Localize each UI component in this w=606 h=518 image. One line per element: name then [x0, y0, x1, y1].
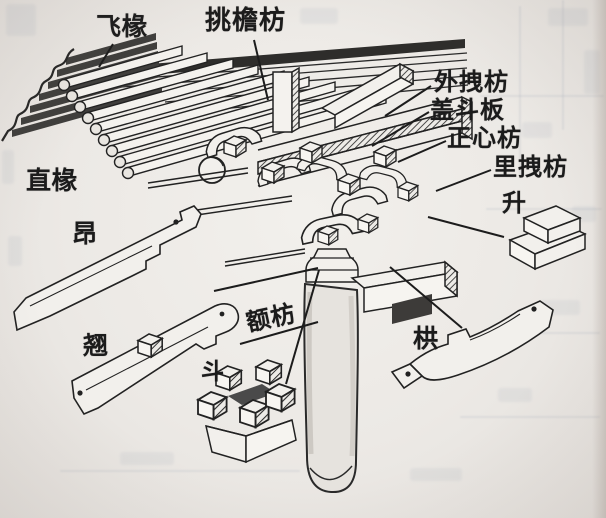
straight-rafters	[57, 45, 387, 180]
label-wai-zhuai-fang: 外拽枋	[434, 67, 509, 96]
column	[303, 282, 359, 494]
leader-e-fang-upper	[213, 267, 319, 292]
bleedthrough-mark	[460, 416, 600, 418]
peg-dot	[77, 390, 83, 396]
seat-block	[305, 248, 359, 283]
bleedthrough-mark	[6, 4, 36, 36]
ang-piece	[13, 205, 202, 332]
bracket-cluster	[147, 62, 473, 324]
label-dou: 斗	[201, 358, 225, 385]
qiao-piece	[71, 303, 240, 416]
label-zheng-xin-fang: 正心枋	[447, 123, 522, 152]
label-li-zhuai-fang: 里拽枋	[493, 152, 568, 181]
bleedthrough-mark	[480, 95, 604, 97]
leader-gong	[389, 266, 463, 329]
leader-fei-chuan	[98, 43, 114, 68]
bleedthrough-mark	[519, 6, 521, 176]
tiaoyan-post	[272, 71, 293, 133]
page-edge-shadow	[592, 0, 606, 518]
broken-edge-wavy-line	[1, 48, 75, 142]
bleedthrough-mark	[60, 470, 300, 472]
leader-wai-zhuai-fang	[384, 85, 432, 117]
bleedthrough-mark	[2, 150, 14, 184]
sheng-piece	[508, 205, 587, 271]
bleedthrough-mark	[410, 468, 462, 481]
peg-dot	[405, 371, 411, 377]
label-sheng: 升	[502, 188, 527, 217]
leader-zheng-xin-fang	[397, 140, 447, 163]
bleedthrough-mark	[120, 452, 174, 465]
bleedthrough-mark	[548, 8, 588, 26]
bleedthrough-mark	[486, 208, 602, 210]
leader-sheng	[427, 216, 505, 238]
label-qiao: 翘	[83, 331, 110, 360]
eave-purlin-end	[198, 156, 226, 184]
bleedthrough-mark	[8, 236, 22, 266]
beam-end-dark	[392, 294, 432, 324]
label-zhi-chuan: 直椽	[26, 166, 79, 195]
label-tiao-yan-fang: 挑檐枋	[205, 6, 287, 36]
bleedthrough-mark	[300, 8, 338, 24]
label-gong: 栱	[413, 324, 440, 353]
label-fei-chuan: 飞椽	[96, 12, 149, 41]
peg-dot	[219, 311, 225, 317]
bleedthrough-mark	[498, 388, 532, 402]
dou-piece	[197, 359, 297, 464]
label-ang: 昂	[72, 219, 99, 248]
leader-e-fang-lower	[239, 321, 319, 345]
leader-tiao-yan-fang	[253, 39, 269, 101]
peg-dot	[173, 219, 179, 225]
leader-lines	[98, 39, 505, 385]
leader-li-zhuai-fang	[435, 169, 492, 192]
bleedthrough-mark	[500, 332, 600, 334]
board-end-face	[461, 95, 473, 141]
bleedthrough-mark	[584, 50, 600, 94]
bleedthrough-mark	[522, 122, 552, 138]
bleedthrough-mark	[562, 0, 564, 130]
peg-dot	[531, 306, 537, 312]
leader-gai-dou-ban	[371, 111, 430, 147]
label-gai-dou-ban: 盖斗板	[430, 95, 505, 124]
gong-piece	[390, 300, 554, 390]
